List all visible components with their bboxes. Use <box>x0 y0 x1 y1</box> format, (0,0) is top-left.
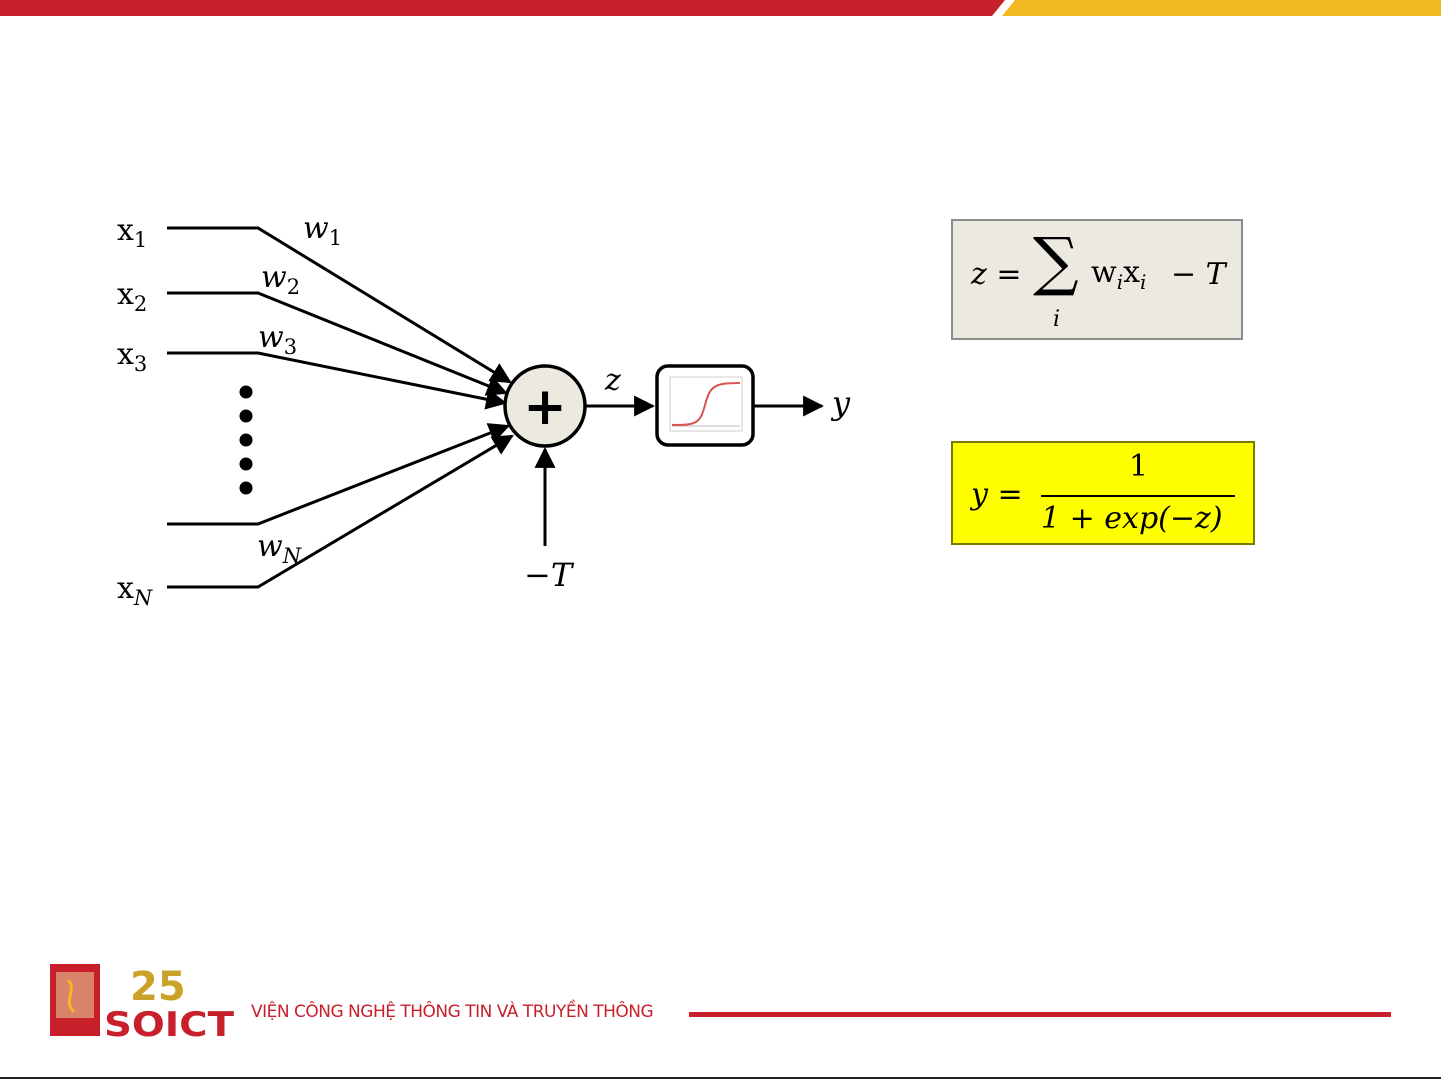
y-formula-numerator: 1 <box>1129 449 1148 484</box>
z-formula-sum-index: i <box>1053 307 1060 332</box>
sigmoid-activation-box <box>657 366 753 445</box>
input-label-xn: xN <box>117 571 153 610</box>
input-label-x1: x1 <box>117 213 147 252</box>
input-label-x3: x3 <box>117 337 147 376</box>
y-formula-box: y = 1 1 + exp(−z) <box>951 441 1255 545</box>
z-formula-threshold: − T <box>1171 257 1226 292</box>
logo-anniversary-number: 25 <box>130 964 186 1010</box>
y-formula-lhs: y = <box>971 477 1023 512</box>
y-formula-denominator: 1 + exp(−z) <box>1041 501 1223 536</box>
logo-soict-text: SOICT <box>104 1005 235 1040</box>
y-formula-fraction-bar <box>1041 495 1235 497</box>
threshold-label: −T <box>524 556 575 594</box>
z-formula-box: z = ∑ i wixi − T <box>951 219 1243 340</box>
input-label-x2: x2 <box>117 277 147 316</box>
weight-label-wn: wN <box>257 529 302 568</box>
summation-plus-sign: + <box>523 377 567 437</box>
weight-label-w3: w3 <box>258 320 297 359</box>
ellipsis-dots <box>240 386 253 495</box>
output-label: y <box>830 384 851 422</box>
weight-label-w2: w2 <box>261 260 300 299</box>
institute-name: VIỆN CÔNG NGHỆ THÔNG TIN VÀ TRUYỀN THÔNG <box>251 1002 653 1022</box>
z-formula-sum-sign: ∑ <box>1033 225 1079 299</box>
footer-divider <box>689 1012 1391 1017</box>
input-lines <box>167 228 512 587</box>
z-label: z <box>604 363 621 398</box>
bottom-border <box>0 1077 1441 1079</box>
z-formula-lhs: z = <box>971 257 1021 292</box>
z-formula-weight-term: wixi <box>1091 255 1146 294</box>
input-line-4 <box>167 426 508 524</box>
input-line-1 <box>167 228 510 382</box>
input-line-3 <box>167 353 505 403</box>
input-line-n <box>167 436 512 587</box>
weight-label-w1: w1 <box>303 211 342 250</box>
input-line-2 <box>167 293 506 393</box>
soict-logo: 25 SOICT <box>48 960 238 1040</box>
